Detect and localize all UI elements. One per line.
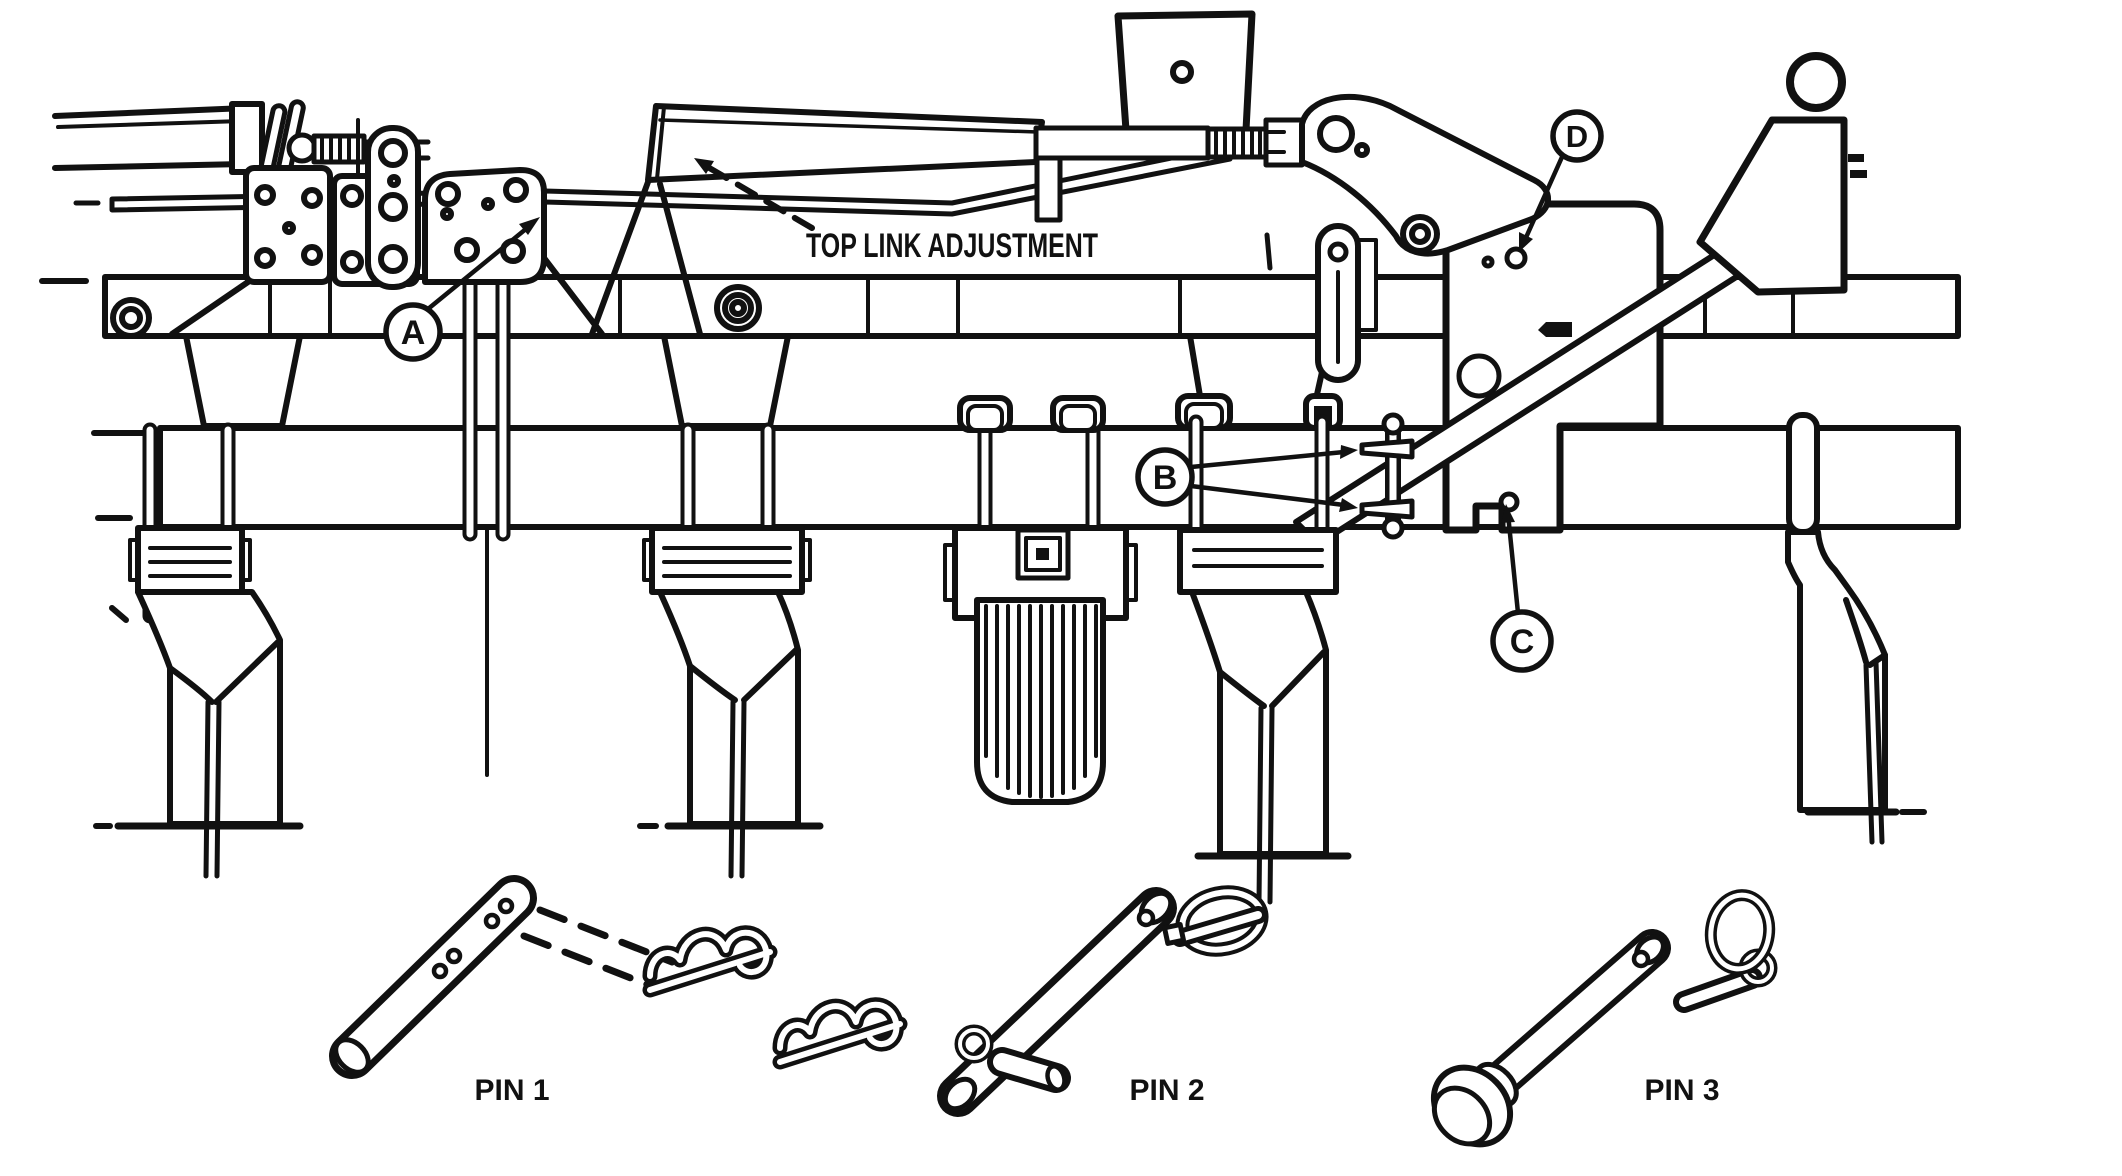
wedge-pin-upper <box>1359 438 1415 460</box>
callout-circle-c <box>1490 609 1554 673</box>
pin-3-label: PIN 3 <box>1644 1074 1719 1107</box>
clamp-keeper-pins <box>1359 412 1415 540</box>
wedge-pin-lower <box>1359 498 1415 520</box>
callout-letter-c: C <box>1510 623 1535 661</box>
shank-assembly-4 <box>1175 393 1415 905</box>
pin-1-label: PIN 1 <box>474 1074 549 1107</box>
pin-2-figure: PIN 2 <box>937 885 1269 1117</box>
callouts: A B C D TOP LINK ADJUSTMENT <box>383 109 1604 673</box>
lynch-pin <box>1673 889 1778 1013</box>
pin-2-label: PIN 2 <box>1129 1074 1204 1107</box>
callout-circle-d <box>1550 109 1604 163</box>
link-clevis <box>229 101 265 175</box>
shank-mount-towers <box>183 333 1333 429</box>
hole-d-target <box>1504 246 1528 270</box>
callout-circle-a <box>383 302 443 362</box>
top-link-adjustment-label: TOP LINK ADJUSTMENT <box>806 227 1098 265</box>
top-link-assembly <box>645 10 1305 223</box>
shank-assembly-right <box>1785 412 1927 845</box>
shank-assembly-1 <box>93 525 304 879</box>
callout-circle-b <box>1135 447 1195 507</box>
callout-letter-b: B <box>1153 459 1178 497</box>
lift-ring <box>1786 52 1846 112</box>
hairpin-clip-1 <box>642 925 778 998</box>
snap-clip <box>1162 885 1269 957</box>
pin-1-figure: PIN 1 <box>329 875 908 1107</box>
rocker-arm <box>1299 93 1551 383</box>
top-link-clevis <box>1263 117 1305 168</box>
bolt-head <box>1538 322 1572 337</box>
hairpin-clip-2 <box>772 997 908 1070</box>
callout-letter-a: A <box>401 314 426 352</box>
pin-knob <box>286 132 318 164</box>
mast-gussets <box>169 179 703 337</box>
rear-pentagon-plate <box>1696 52 1867 296</box>
u-bolt-caps <box>957 395 1106 433</box>
hole-c-target <box>1498 491 1520 513</box>
pin-3-figure: PIN 3 <box>1430 889 1778 1148</box>
shank-assembly-2 <box>637 525 824 879</box>
callout-letter-d: D <box>1566 119 1588 154</box>
roller-unit <box>943 525 1138 805</box>
